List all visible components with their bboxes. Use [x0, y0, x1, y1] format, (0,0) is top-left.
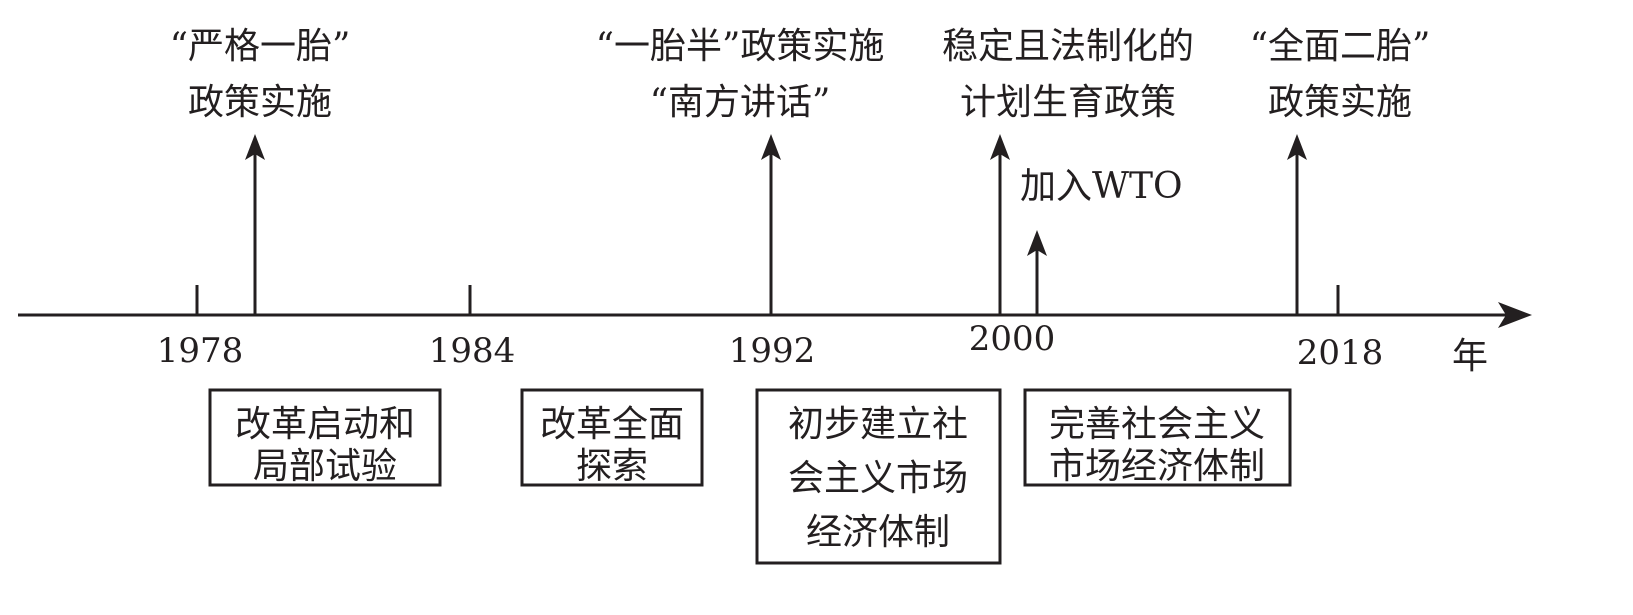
- event-text: 政策实施: [188, 82, 332, 123]
- stage-text: 市场经济体制: [1049, 446, 1265, 487]
- stage-text: 会主义市场: [788, 458, 968, 499]
- stage-box: [520, 388, 704, 487]
- event-text: “南方讲话”: [650, 82, 831, 123]
- event-text: “一胎半”政策实施: [596, 26, 885, 67]
- stage-text: 完善社会主义: [1049, 404, 1265, 445]
- arrowhead-icon: [245, 134, 265, 160]
- year-label: 1992: [729, 331, 816, 371]
- stage-text: 经济体制: [806, 512, 950, 553]
- event-text: 政策实施: [1268, 82, 1412, 123]
- year-label: 1984: [429, 331, 516, 371]
- stage-text: 局部试验: [253, 446, 397, 487]
- arrowhead-icon: [990, 134, 1010, 160]
- event-text: 稳定且法制化的: [942, 26, 1194, 67]
- year-label: 2018: [1297, 333, 1384, 373]
- event-text: 加入WTO: [1020, 166, 1183, 207]
- stage-text: 改革启动和: [235, 404, 415, 445]
- event-text: “严格一胎”: [170, 26, 351, 67]
- axis-arrowhead-icon: [1498, 302, 1532, 328]
- year-label: 1978: [157, 331, 244, 371]
- event-text: 计划生育政策: [960, 82, 1176, 123]
- arrowhead-icon: [1027, 230, 1047, 256]
- stage-box: [208, 388, 442, 487]
- event-text: “全面二胎”: [1250, 26, 1431, 67]
- year-label: 2000: [969, 319, 1056, 359]
- arrowhead-icon: [1287, 134, 1307, 160]
- arrowhead-icon: [761, 134, 781, 160]
- stage-text: 改革全面: [540, 404, 684, 445]
- stage-box: [1023, 388, 1292, 487]
- stage-text: 探索: [576, 446, 648, 487]
- stage-box: [755, 388, 1002, 565]
- axis-unit-label: 年: [1452, 336, 1488, 377]
- stage-text: 初步建立社: [788, 404, 968, 445]
